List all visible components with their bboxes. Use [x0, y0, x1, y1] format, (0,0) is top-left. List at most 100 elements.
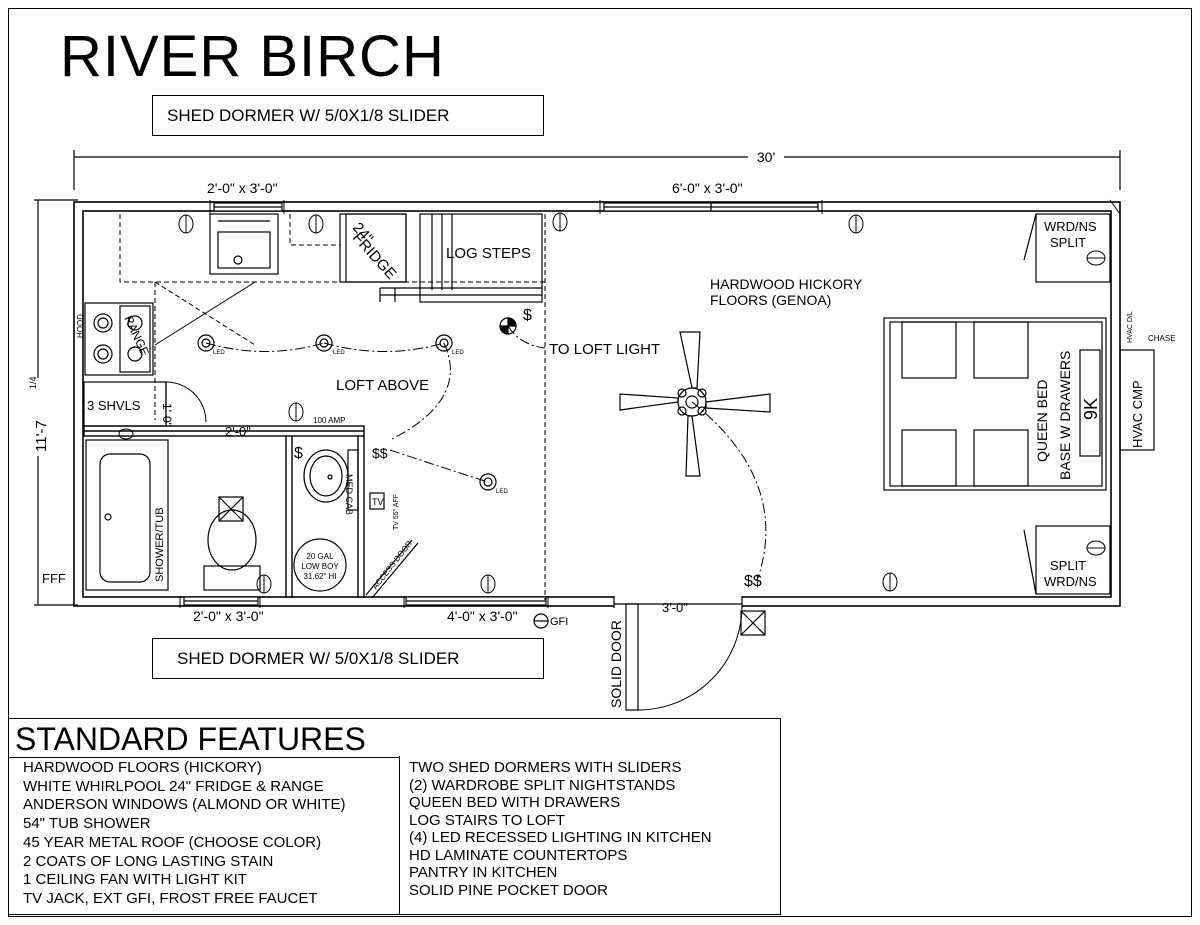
- feature-item: ANDERSON WINDOWS (ALMOND OR WHITE): [23, 796, 346, 814]
- wrd-ns-top-line-1: WRD/NS: [1044, 219, 1097, 234]
- feature-item: 2 COATS OF LONG LASTING STAIN: [23, 852, 274, 870]
- dormer-note-bottom: SHED DORMER W/ 5/0X1/8 SLIDER: [152, 638, 544, 679]
- bed-btu-label: 9K: [1081, 398, 1101, 420]
- pantry-width-label: 2'-0": [225, 424, 251, 439]
- overall-depth-fraction: 1/4: [28, 376, 38, 389]
- kitchen-sink: [209, 213, 279, 275]
- svg-text:$: $: [523, 307, 532, 324]
- shelves-depth-label: 1'-0": [160, 403, 174, 427]
- window-bottom-left-label: 2'-0" x 3'-0": [193, 608, 264, 624]
- chase-label: CHASE: [1148, 334, 1176, 343]
- led-light-3: [435, 334, 453, 352]
- water-heater-line-1: 20 GAL: [306, 552, 334, 561]
- led-label-3: LED: [452, 350, 464, 356]
- gfi-outlet: [533, 613, 549, 629]
- window-top-left-label: 2'-0" x 3'-0": [207, 180, 278, 196]
- tv-aff-label: TV 55" AFF: [393, 494, 400, 530]
- wrd-ns-bottom-line-1: SPLIT: [1050, 558, 1086, 573]
- wrd-ns-top-line-2: SPLIT: [1050, 235, 1086, 250]
- window-bottom-left: [183, 596, 259, 606]
- bath-sink: [303, 449, 359, 511]
- to-loft-light-label: TO LOFT LIGHT: [549, 341, 660, 358]
- feature-item: TV JACK, EXT GFI, FROST FREE FAUCET: [23, 889, 318, 907]
- led-light-2: [315, 334, 333, 352]
- range-label: RANGE: [121, 313, 152, 358]
- window-top-left: [213, 202, 283, 212]
- heading-rule: [9, 757, 399, 758]
- loft-above-label: LOFT ABOVE: [336, 377, 429, 394]
- feature-item: QUEEN BED WITH DRAWERS: [409, 794, 621, 811]
- plan-title: RIVER BIRCH: [60, 24, 445, 89]
- shower-tub: [85, 439, 169, 591]
- column-divider: [399, 756, 400, 914]
- kitchen-counters: [119, 214, 546, 600]
- outlets: [118, 212, 1106, 594]
- floors-label-line-1: HARDWOOD HICKORY: [710, 276, 863, 292]
- hvac-compressor: [1119, 349, 1155, 451]
- standard-features-heading: STANDARD FEATURES: [15, 721, 366, 757]
- led-label-1: LED: [213, 350, 225, 356]
- amp-label: 100 AMP: [313, 416, 345, 425]
- overall-width-label: 30': [757, 149, 775, 165]
- feature-item: HARDWOOD FLOORS (HICKORY): [23, 759, 262, 776]
- feature-item: SOLID PINE POCKET DOOR: [409, 881, 608, 899]
- feature-item: (2) WARDROBE SPLIT NIGHTSTANDS: [409, 776, 676, 794]
- fff-label: FFF: [42, 571, 66, 586]
- toilet: [203, 496, 261, 591]
- log-steps[interactable]: [379, 213, 543, 303]
- water-heater: [293, 538, 347, 592]
- loft-light-fixture: [499, 317, 517, 335]
- overall-depth-dimension: 11'-7 1/4: [28, 199, 78, 606]
- drawing-sheet: [8, 8, 1192, 917]
- floors-label-line-2: FLOORS (GENOA): [710, 292, 831, 308]
- window-bottom-mid: [405, 596, 547, 606]
- fridge: [339, 213, 407, 283]
- feature-item: PANTRY IN KITCHEN: [409, 864, 558, 881]
- access-door: [365, 539, 419, 599]
- led-light-1: [197, 334, 215, 352]
- standard-features-panel: STANDARD FEATURES HARDWOOD FLOORS (HICKO…: [8, 718, 781, 915]
- exterior-light-fixture: [740, 610, 766, 636]
- wrd-ns-bottom-line-2: WRD/NS: [1044, 574, 1097, 589]
- wall-ticks: [179, 199, 1121, 608]
- feature-item: 45 YEAR METAL ROOF (CHOOSE COLOR): [23, 833, 322, 851]
- led-label-2: LED: [333, 350, 345, 356]
- hood-label: HOOD: [76, 314, 85, 338]
- med-cab-label: MED CAB: [344, 474, 354, 515]
- wardrobe-nightstand-bottom: [1023, 525, 1111, 595]
- dormer-note-top-text: SHED DORMER W/ 5/0X1/8 SLIDER: [167, 105, 450, 125]
- ceiling-fan-icon: [619, 331, 771, 477]
- gfi-label: GFI: [550, 616, 568, 628]
- queen-bed: [883, 317, 1107, 491]
- svg-text:$$: $$: [372, 445, 388, 461]
- switches: $ $ $$ $$: [294, 307, 762, 590]
- feature-item: LOG STAIRS TO LOFT: [409, 811, 565, 829]
- water-heater-line-3: 31.62" HI: [303, 572, 336, 581]
- led-light-4: [479, 473, 497, 491]
- feature-item: (4) LED RECESSED LIGHTING IN KITCHEN: [409, 829, 712, 846]
- feature-item: TWO SHED DORMERS WITH SLIDERS: [409, 759, 682, 776]
- feature-item: WHITE WHIRLPOOL 24" FRIDGE & RANGE: [23, 777, 324, 795]
- access-door-label: ACCESS DOOR: [370, 539, 414, 591]
- hvac-dl-label: HVAC D/L: [1127, 311, 1134, 343]
- tv-jack: [369, 492, 385, 510]
- features-left-list: HARDWOOD FLOORS (HICKORY) WHITE WHIRLPOO…: [23, 759, 346, 909]
- tv-label: TV: [372, 497, 384, 507]
- feature-item: HD LAMINATE COUNTERTOPS: [409, 846, 628, 864]
- entry-door[interactable]: [613, 596, 743, 711]
- water-heater-line-2: LOW BOY: [301, 562, 339, 571]
- log-steps-label: LOG STEPS: [446, 245, 531, 262]
- exterior-walls: [73, 201, 1121, 607]
- range: [84, 302, 154, 376]
- dormer-note-top: SHED DORMER W/ 5/0X1/8 SLIDER: [152, 95, 544, 136]
- overall-width-dimension: 30': [73, 147, 1121, 190]
- bed-label-line-1: QUEEN BED: [1034, 380, 1050, 462]
- overall-depth-label: 11'-7: [33, 420, 50, 452]
- window-top-right-label: 6'-0" x 3'-0": [672, 180, 743, 196]
- svg-text:$$: $$: [744, 573, 762, 590]
- wardrobe-nightstand-top: [1023, 213, 1111, 283]
- solid-door-label: SOLID DOOR: [608, 620, 624, 708]
- door-width-label: 3'-0": [662, 600, 688, 615]
- feature-item: 54" TUB SHOWER: [23, 815, 151, 833]
- window-bottom-mid-label: 4'-0" x 3'-0": [447, 608, 518, 624]
